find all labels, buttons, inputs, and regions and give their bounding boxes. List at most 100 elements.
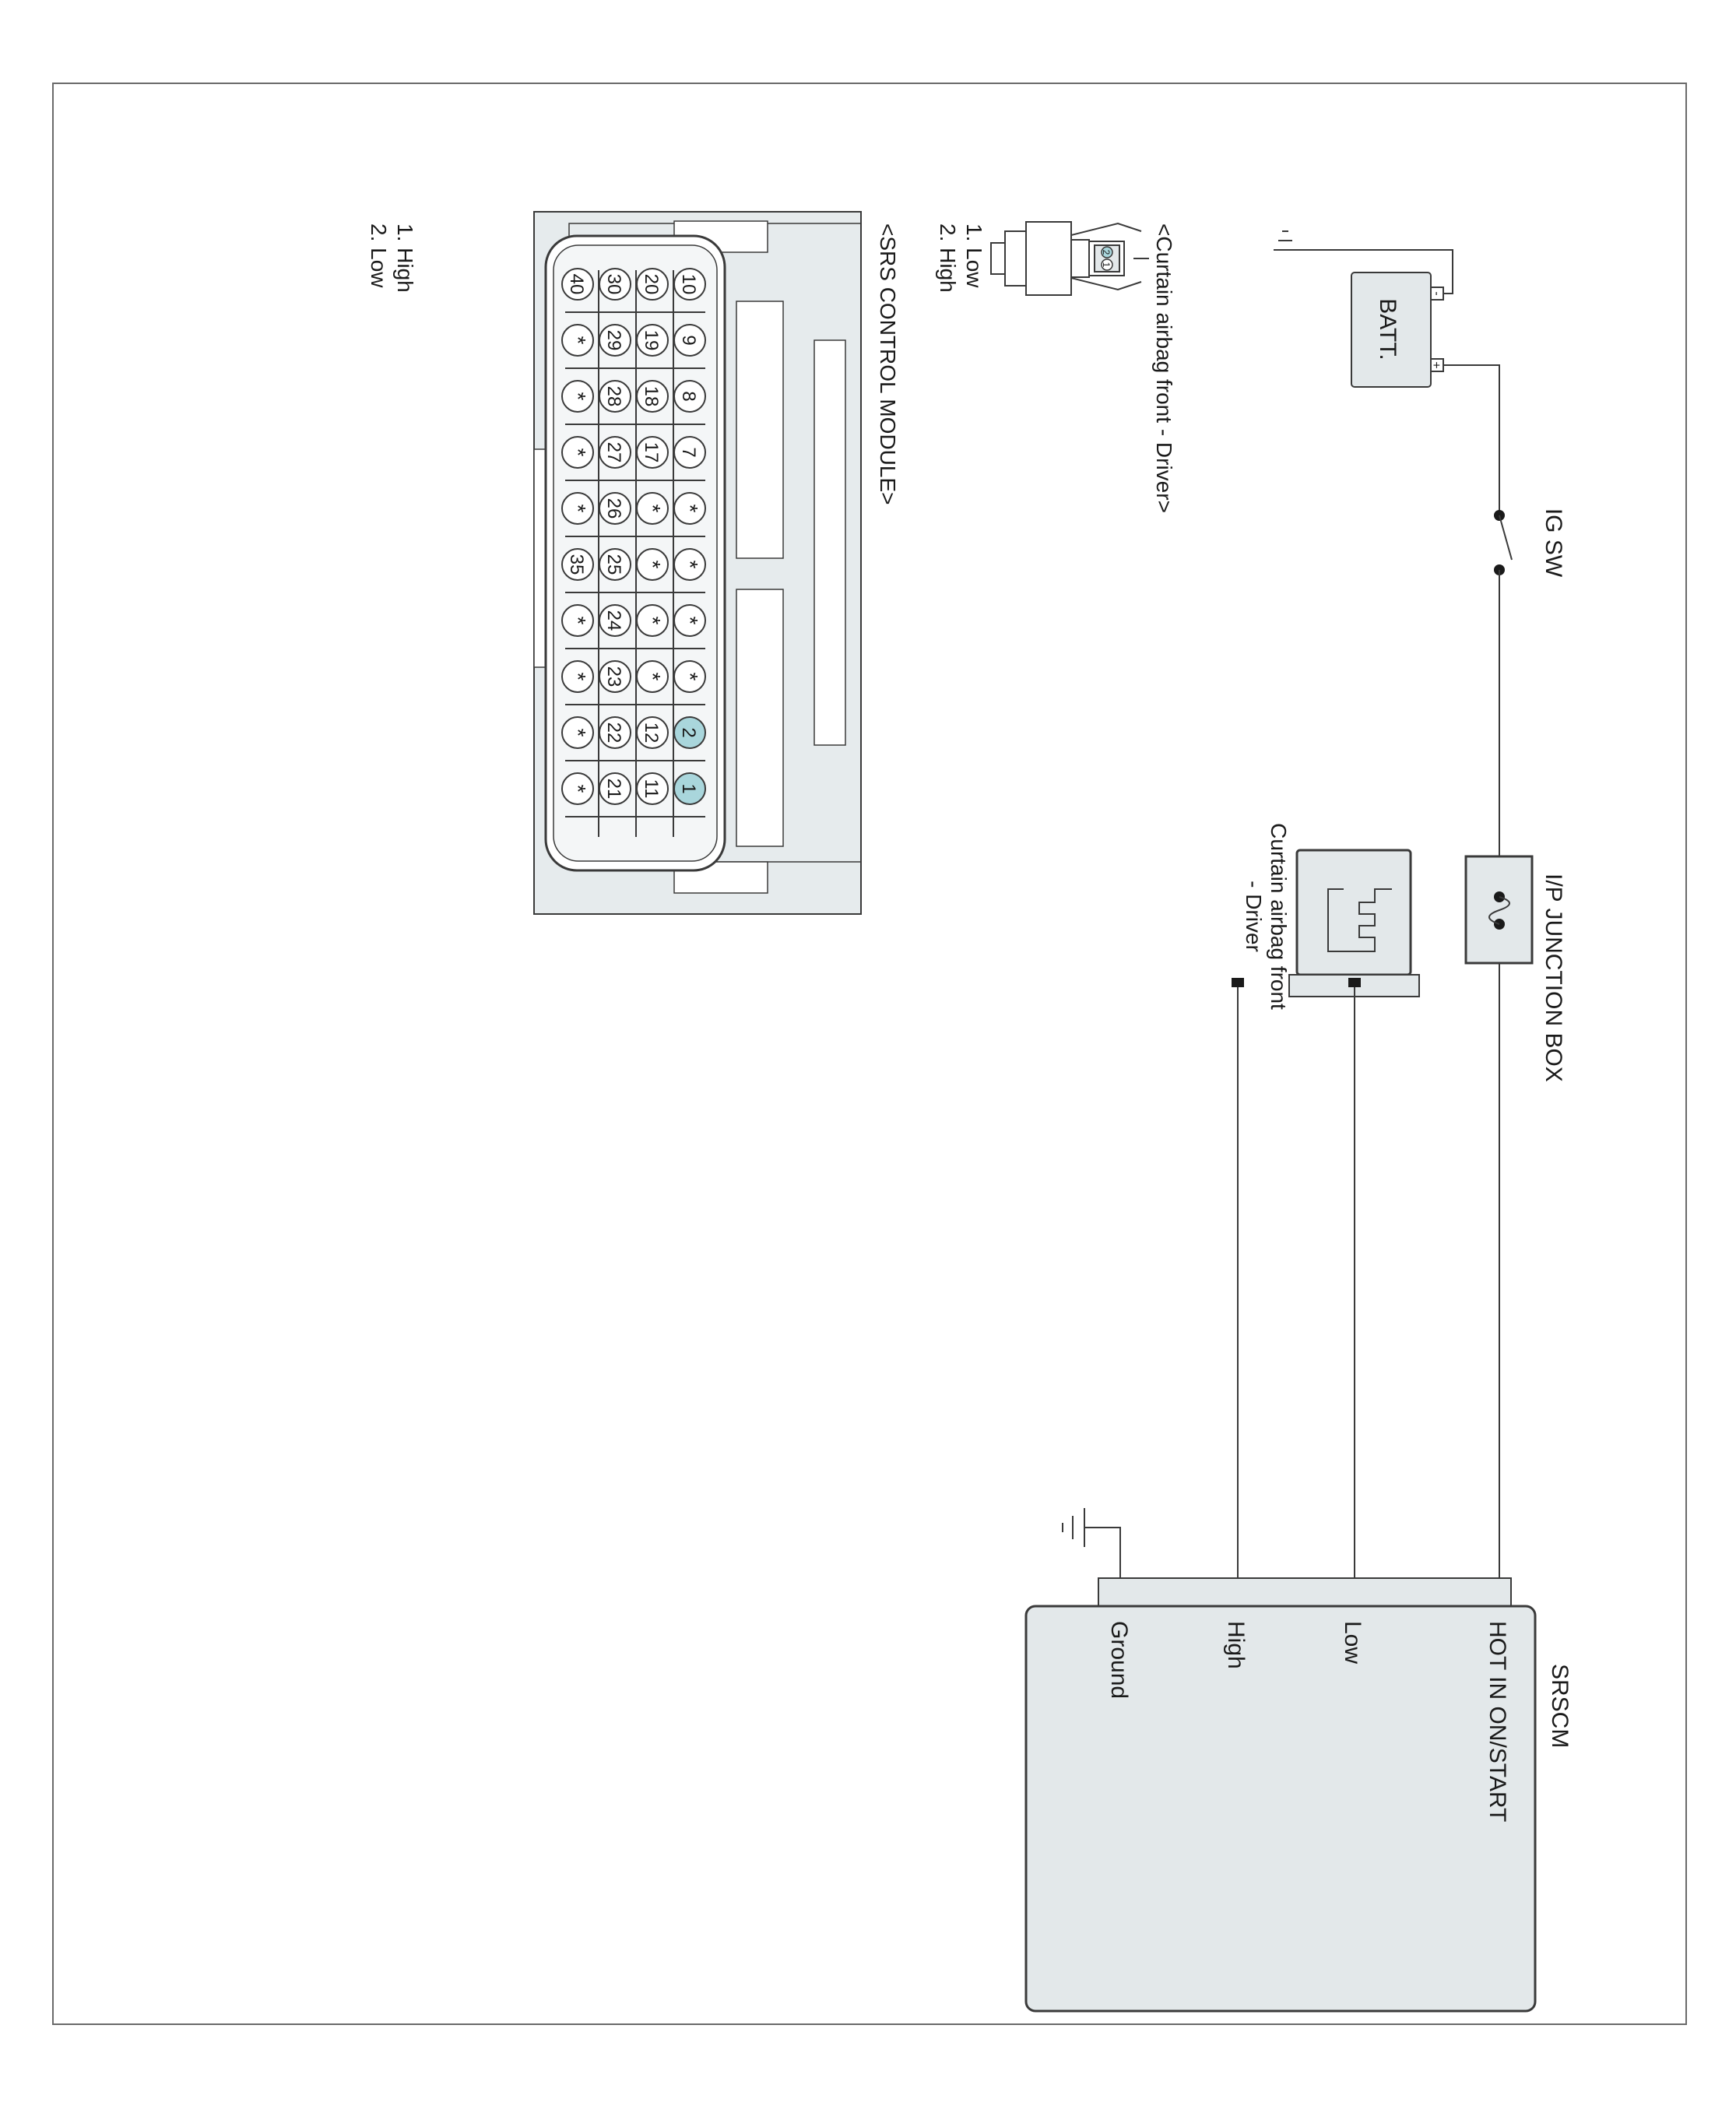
srs-pin-label: 9 (678, 335, 699, 345)
airbag-connector-pin-2: 2. High (936, 223, 960, 293)
srs-pin-label: 35 (566, 554, 587, 575)
srs-pin-label: 12 (641, 723, 662, 744)
srs-pin-27 (599, 436, 631, 469)
srs-pin-label: * (566, 617, 590, 625)
squib-icon (1327, 888, 1392, 952)
srs-pin-1 (673, 772, 706, 805)
srs-pin-unused (561, 716, 594, 749)
srs-pin-8 (673, 380, 706, 413)
srs-pin-7 (673, 436, 706, 469)
srs-pin-20 (636, 268, 669, 301)
srs-pin-label: 30 (603, 274, 624, 295)
wire-ground (1084, 1527, 1121, 1586)
srs-pin-unused (561, 324, 594, 357)
srs-pin-22 (599, 716, 631, 749)
srs-pin-label: 17 (641, 442, 662, 463)
srscm-connector-strip (1098, 1577, 1512, 1607)
srs-pin-unused (561, 436, 594, 469)
srs-pin-label: 40 (566, 274, 587, 295)
srs-connector-pin-1: 1. High (393, 223, 417, 293)
srs-connector-pin-2: 2. Low (367, 223, 391, 288)
srs-pin-25 (599, 548, 631, 581)
srs-pin-unused (561, 492, 594, 525)
srs-pin-label: 7 (678, 447, 699, 457)
srs-pin-unused (673, 660, 706, 693)
diagram-content: - + BATT. IG SW I/P (367, 211, 1573, 2013)
srs-pin-label: * (678, 673, 702, 681)
srscm-ground-symbol (1062, 1508, 1085, 1547)
srs-pin-unused (673, 548, 706, 581)
srs-pin-24 (599, 604, 631, 637)
srs-pin-label: 18 (641, 386, 662, 407)
airbag-label-line2: - Driver (1242, 881, 1266, 952)
battery-label: BATT. (1375, 298, 1400, 360)
airbag-connector-mark-1: 1 (1101, 262, 1112, 268)
srs-pin-label: * (566, 785, 590, 793)
srs-pin-label: 22 (603, 723, 624, 744)
srs-pin-label: 1 (678, 783, 699, 793)
airbag-connector-pin-1: 1. Low (962, 223, 986, 288)
srs-pin-label: 11 (641, 779, 662, 799)
ig-switch-label: IG SW (1541, 508, 1566, 578)
srs-pin-label: 8 (678, 391, 699, 401)
srs-pin-label: 20 (641, 274, 662, 295)
battery-pos-sign: + (1429, 361, 1443, 368)
battery-neg-sign: - (1430, 291, 1443, 295)
srs-pin-label: * (566, 448, 590, 457)
airbag-connector-view: <Curtain airbag front - Driver> 2 1 1. L… (936, 221, 1176, 513)
srs-pin-label: 23 (603, 666, 624, 687)
srs-pin-19 (636, 324, 669, 357)
srs-connector-view: <SRS CONTROL MODULE> (367, 211, 900, 915)
ip-junction-box: I/P JUNCTION BOX (1464, 855, 1566, 1082)
srs-pin-label: * (566, 505, 590, 513)
ig-switch: IG SW (1494, 508, 1566, 578)
srs-pin-unused (561, 380, 594, 413)
srs-pin-30 (599, 268, 631, 301)
srs-pin-label: * (641, 617, 665, 625)
srs-pin-label: 27 (603, 442, 624, 463)
srs-pin-unused (636, 492, 669, 525)
srs-pin-label: * (566, 336, 590, 345)
srs-connector-pins: 10987****2120191817****12113029282726252… (561, 268, 706, 805)
srs-pin-label: 29 (603, 330, 624, 351)
srs-pin-label: 2 (678, 727, 699, 737)
srs-pin-unused (636, 548, 669, 581)
srs-pin-label: * (641, 505, 665, 513)
srs-pin-9 (673, 324, 706, 357)
srs-pin-label: * (678, 561, 702, 569)
srs-pin-label: 28 (603, 386, 624, 407)
srs-pin-label: 10 (678, 274, 699, 295)
srs-pin-label: 24 (603, 610, 624, 631)
srs-pin-label: * (566, 392, 590, 401)
srs-pin-21 (599, 772, 631, 805)
srs-pin-35 (561, 548, 594, 581)
srs-pin-40 (561, 268, 594, 301)
airbag-connector-mark-2: 2 (1101, 250, 1112, 255)
srs-pin-18 (636, 380, 669, 413)
srs-pin-label: 25 (603, 554, 624, 575)
srs-pin-unused (561, 604, 594, 637)
srs-pin-26 (599, 492, 631, 525)
srs-pin-17 (636, 436, 669, 469)
srscm-pin-label-ground: Ground (1106, 1621, 1132, 1699)
srscm-pin-label-high: High (1223, 1621, 1249, 1669)
page-frame (52, 83, 1687, 2025)
srscm-pin-label-hot: HOT IN ON/START (1485, 1621, 1510, 1822)
srs-pin-29 (599, 324, 631, 357)
schematic: - + BATT. IG SW I/P (1024, 230, 1573, 2013)
curtain-airbag-module: Curtain airbag front - Driver (1232, 823, 1420, 1010)
srs-pin-label: * (678, 617, 702, 625)
srscm-box (1024, 1605, 1537, 2013)
srs-pin-unused (636, 604, 669, 637)
srs-pin-label: * (641, 561, 665, 569)
srs-pin-label: * (641, 673, 665, 681)
srs-pin-10 (673, 268, 706, 301)
battery: - + BATT. (1285, 249, 1453, 388)
srs-pin-unused (673, 492, 706, 525)
srscm-pin-label-low: Low (1340, 1621, 1365, 1664)
srs-connector-title: <SRS CONTROL MODULE> (876, 223, 900, 505)
srs-pin-unused (673, 604, 706, 637)
srs-pin-label: 26 (603, 498, 624, 519)
